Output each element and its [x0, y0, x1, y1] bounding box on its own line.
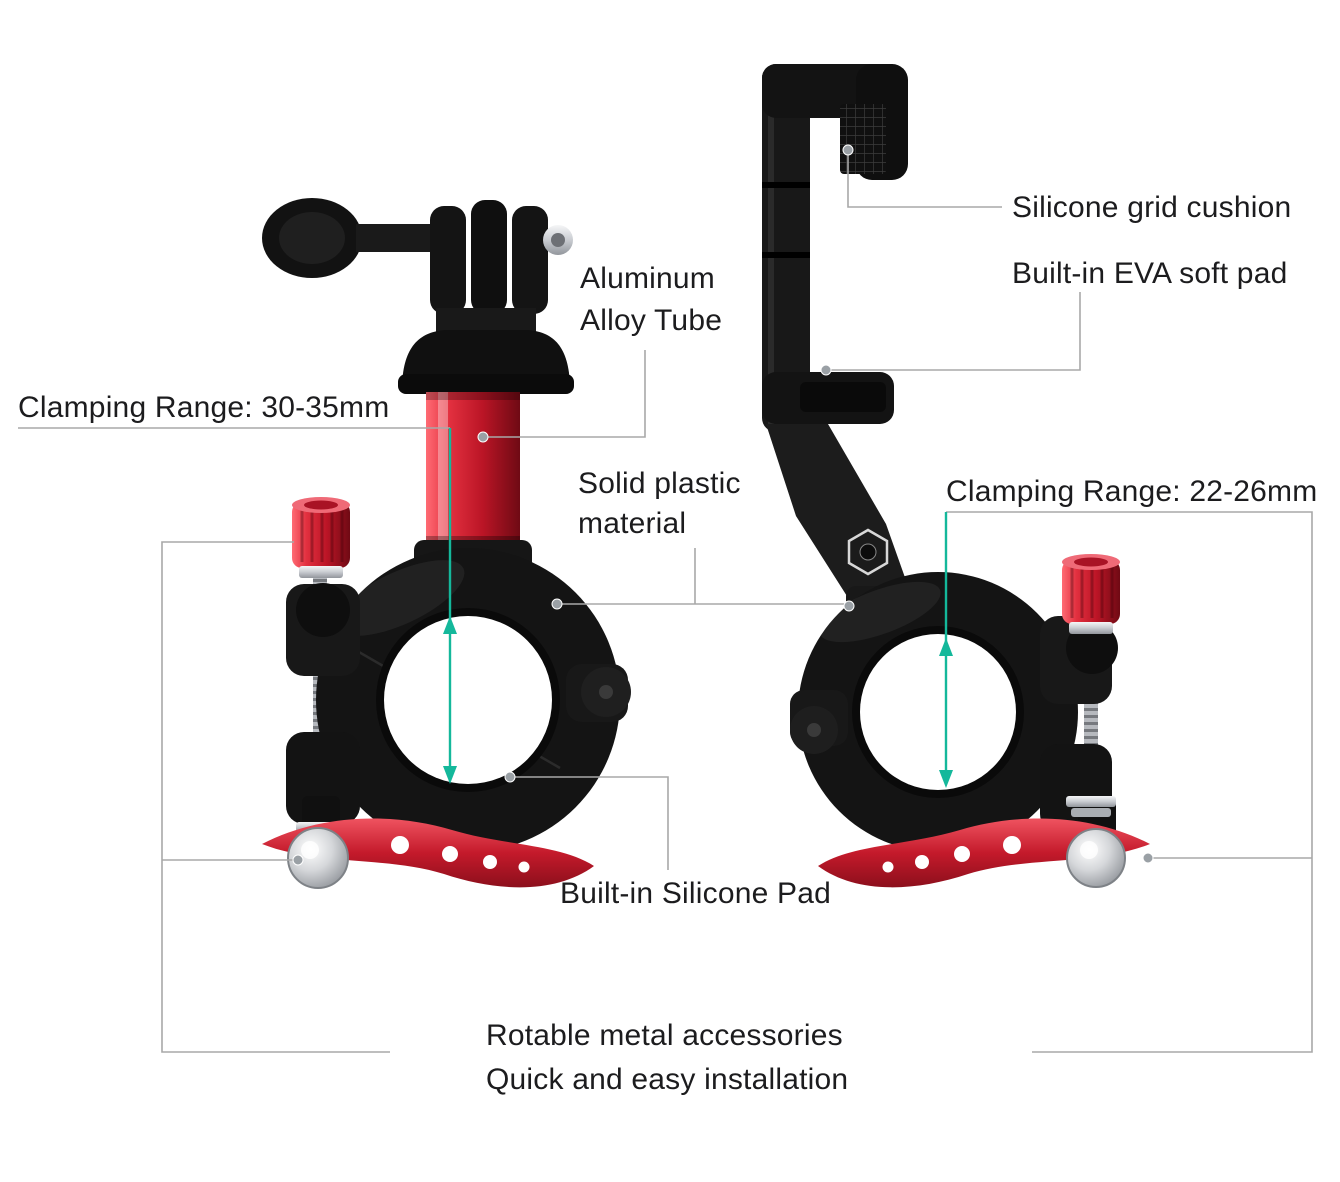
red-aluminum-tube	[426, 392, 520, 548]
anchor-dot	[477, 431, 489, 443]
label-bottom-note: Rotable metal accessories Quick and easy…	[486, 1014, 848, 1102]
label-aluminum-line1: Aluminum	[580, 262, 715, 295]
cam-lever-left	[262, 796, 594, 889]
label-solid-plastic: Solid plastic material	[578, 464, 741, 544]
label-built-in-silicone-pad: Built-in Silicone Pad	[560, 877, 832, 910]
label-solid-plastic-line1: Solid plastic	[578, 467, 741, 500]
cam-lever-right	[818, 796, 1150, 888]
label-built-in-eva-soft-pad: Built-in EVA soft pad	[1012, 257, 1288, 290]
anchor-dot	[843, 600, 855, 612]
leader-silicone-grid-cushion	[847, 150, 1002, 208]
red-thumbscrew-left	[292, 497, 350, 578]
leader-aluminum-tube	[486, 350, 646, 438]
label-silicone-grid-cushion: Silicone grid cushion	[1012, 191, 1292, 224]
anchor-dot	[842, 144, 854, 156]
leader-lines	[18, 144, 1313, 1053]
label-aluminum-alloy-tube: Aluminum Alloy Tube	[580, 258, 722, 342]
grid-cushion-pad	[840, 104, 886, 174]
clamp-arrow-left	[443, 428, 457, 784]
phone-holder-arm	[762, 64, 918, 638]
mount-flange	[398, 374, 574, 394]
anchor-dot	[551, 598, 563, 610]
label-clamping-range-right: Clamping Range: 22-26mm	[946, 475, 1318, 508]
leader-silicone-pad	[510, 776, 669, 870]
label-solid-plastic-line2: material	[578, 507, 687, 540]
anchor-dot	[1142, 852, 1154, 864]
label-clamping-range-left: Clamping Range: 30-35mm	[18, 391, 390, 424]
label-aluminum-line2: Alloy Tube	[580, 304, 723, 337]
gopro-mount-fins	[430, 200, 573, 314]
leader-eva-soft-pad	[830, 292, 1081, 371]
leader-bracket-right	[946, 511, 1313, 1053]
eva-soft-pad	[800, 382, 886, 412]
red-thumbscrew-right	[1062, 554, 1120, 634]
mount-neck	[436, 308, 536, 334]
anchor-dot	[292, 854, 304, 866]
leader-solid-plastic	[557, 548, 849, 605]
leader-bracket-left	[161, 541, 390, 1053]
right-mount-figure	[762, 64, 1150, 888]
gopro-mount-knob	[262, 198, 436, 278]
clamp-arrow-right	[939, 512, 953, 788]
label-bottom-note-line1: Rotable metal accessories	[486, 1019, 843, 1052]
left-mount-figure	[262, 198, 631, 889]
anchor-dot	[504, 771, 516, 783]
right-clamp-ring	[790, 572, 1118, 852]
left-clamp-ring	[286, 548, 631, 852]
label-bottom-note-line2: Quick and easy installation	[486, 1063, 849, 1096]
anchor-dot	[820, 364, 832, 376]
